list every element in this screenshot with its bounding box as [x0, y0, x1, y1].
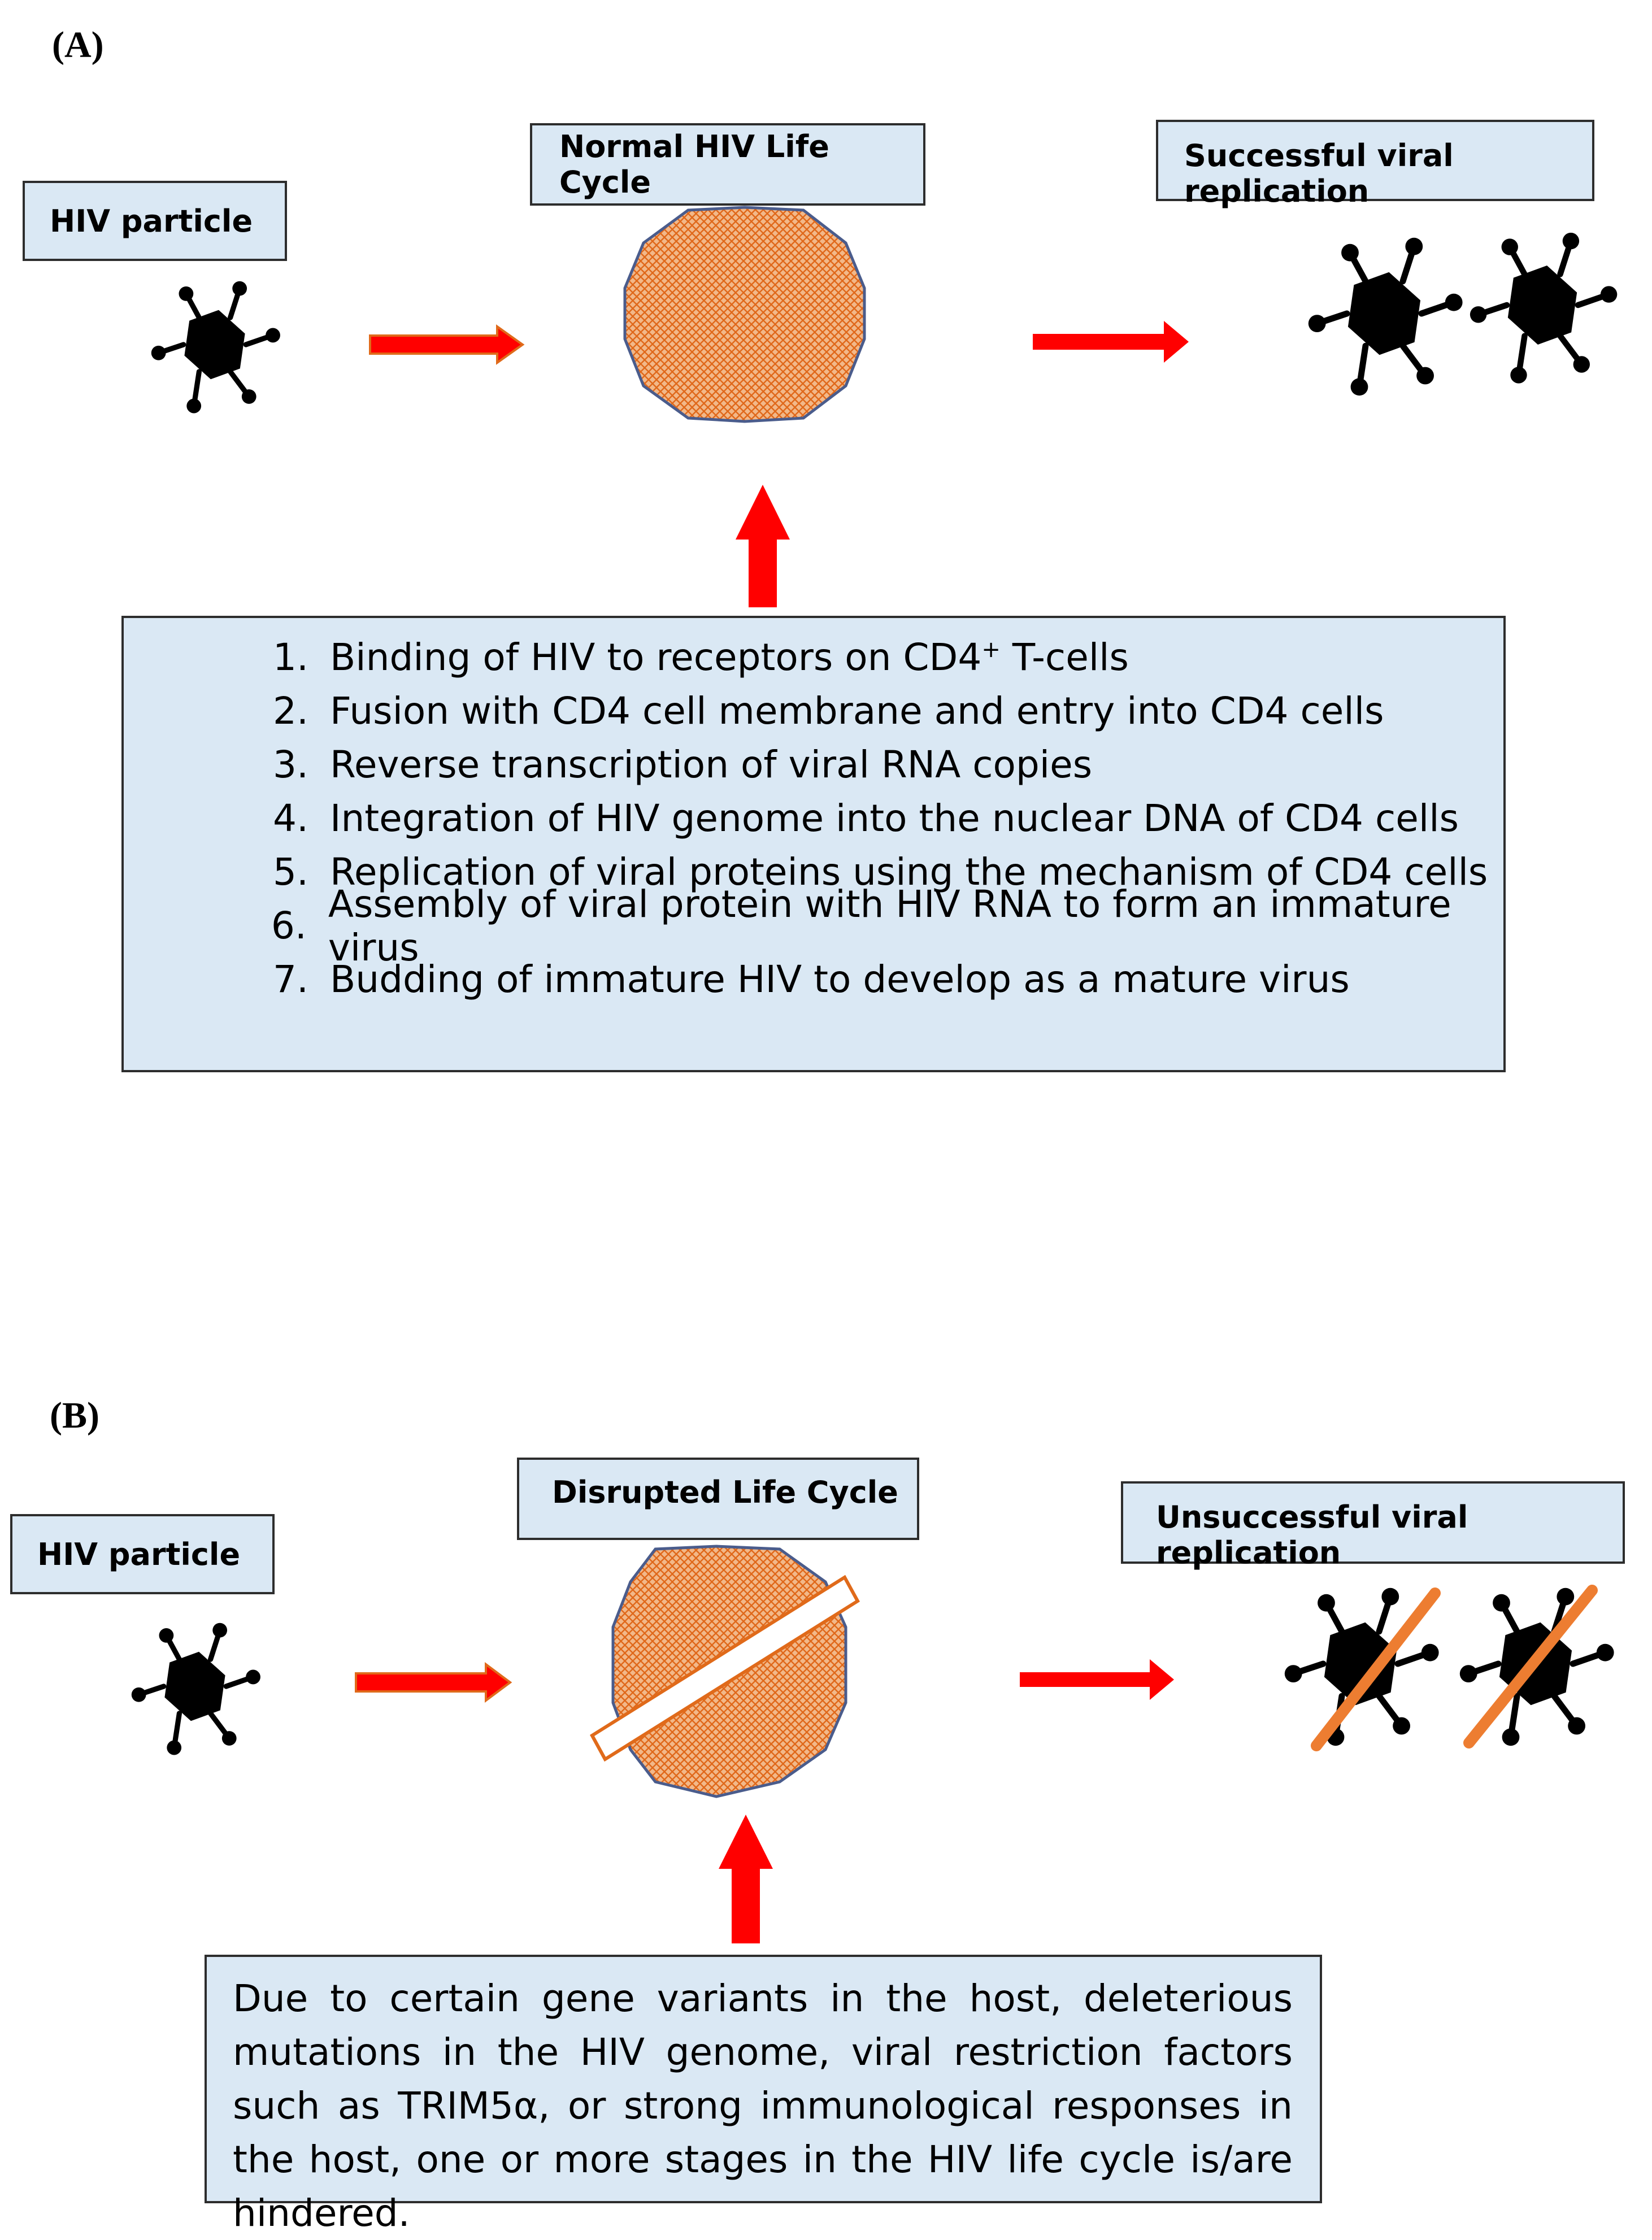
- panel-a-cycle-title: Normal HIV Life Cycle: [559, 129, 829, 200]
- step-number: 6.: [271, 904, 307, 947]
- step-number: 3.: [273, 743, 308, 786]
- panel-a-cell-icon: [623, 206, 866, 423]
- panel-a-cycle-title-box: Normal HIV Life Cycle: [530, 123, 925, 206]
- step-item-5: 5. Replication of viral proteins using t…: [265, 845, 1503, 899]
- step-text: Reverse transcription of viral RNA copie…: [330, 743, 1093, 786]
- step-text: Budding of immature HIV to develop as a …: [330, 958, 1350, 1001]
- panel-a-hiv-particle-box: HIV particle: [23, 181, 287, 261]
- panel-a-steps-box: 1. Binding of HIV to receptors on CD4+ T…: [121, 616, 1506, 1072]
- panel-a-arrow-right-icon-2: [1033, 321, 1189, 363]
- panel-b-description-box: Due to certain gene variants in the host…: [205, 1955, 1322, 2235]
- step-item-6: 6. Assembly of viral protein with HIV RN…: [265, 882, 1503, 969]
- step-item-3: 3. Reverse transcription of viral RNA co…: [265, 738, 1503, 791]
- panel-b-cycle-title: Disrupted Life Cycle: [552, 1475, 898, 1510]
- step-number: 4.: [273, 797, 308, 840]
- panel-b-arrow-right-icon-2: [1020, 1659, 1174, 1700]
- step-text: Replication of viral proteins using the …: [330, 850, 1488, 894]
- panel-b-description: Due to certain gene variants in the host…: [233, 1977, 1293, 2235]
- step-text: Assembly of viral protein with HIV RNA t…: [328, 882, 1451, 969]
- step-text: Fusion with CD4 cell membrane and entry …: [330, 689, 1384, 733]
- step-text: Binding of HIV to receptors on CD4+ T-ce…: [330, 636, 1129, 679]
- step-superscript: +: [981, 637, 1001, 663]
- panel-b-outcome-label: Unsuccessful viral replication: [1156, 1499, 1468, 1571]
- panel-a-label: (A): [52, 24, 104, 66]
- step-number: 7.: [273, 958, 308, 1001]
- panel-a-arrow-right-icon-1: [369, 324, 525, 365]
- step-number: 1.: [273, 636, 308, 679]
- panel-b-strike-line-icon-2: [1463, 1585, 1598, 1748]
- step-text: Integration of HIV genome into the nucle…: [330, 797, 1459, 840]
- panel-b-strike-line-icon-1: [1311, 1587, 1441, 1751]
- step-text-main: Binding of HIV to receptors on CD4: [330, 636, 982, 679]
- step-text-tail: T-cells: [1000, 636, 1129, 679]
- panel-a-outcome-label: Successful viral replication: [1184, 138, 1454, 209]
- panel-a-hiv-particle-label: HIV particle: [50, 203, 253, 239]
- panel-b-hiv-particle-virus-icon: [132, 1623, 260, 1755]
- step-number: 5.: [273, 850, 308, 894]
- panel-a-arrow-up-icon: [736, 485, 790, 607]
- panel-b-arrow-right-icon-1: [355, 1662, 512, 1703]
- panel-a-steps-list: 1. Binding of HIV to receptors on CD4+ T…: [265, 630, 1503, 1006]
- step-item-7: 7. Budding of immature HIV to develop as…: [265, 952, 1503, 1006]
- panel-b-arrow-up-icon: [719, 1815, 773, 1943]
- panel-b-hiv-particle-box: HIV particle: [10, 1514, 275, 1594]
- panel-b-cycle-title-box: Disrupted Life Cycle: [517, 1458, 919, 1540]
- step-item-4: 4. Integration of HIV genome into the nu…: [265, 791, 1503, 845]
- panel-a-graphics: [0, 206, 1652, 607]
- panel-b-block-bar-icon: [590, 1574, 860, 1762]
- step-item-2: 2. Fusion with CD4 cell membrane and ent…: [265, 684, 1503, 738]
- panel-a-outcome-box: Successful viral replication: [1156, 120, 1594, 209]
- step-item-1: 1. Binding of HIV to receptors on CD4+ T…: [265, 630, 1503, 684]
- panel-b-outcome-box: Unsuccessful viral replication: [1121, 1481, 1625, 1571]
- panel-b-hiv-particle-label: HIV particle: [37, 1536, 241, 1572]
- step-number: 2.: [273, 689, 308, 733]
- panel-b-label: (B): [50, 1395, 99, 1436]
